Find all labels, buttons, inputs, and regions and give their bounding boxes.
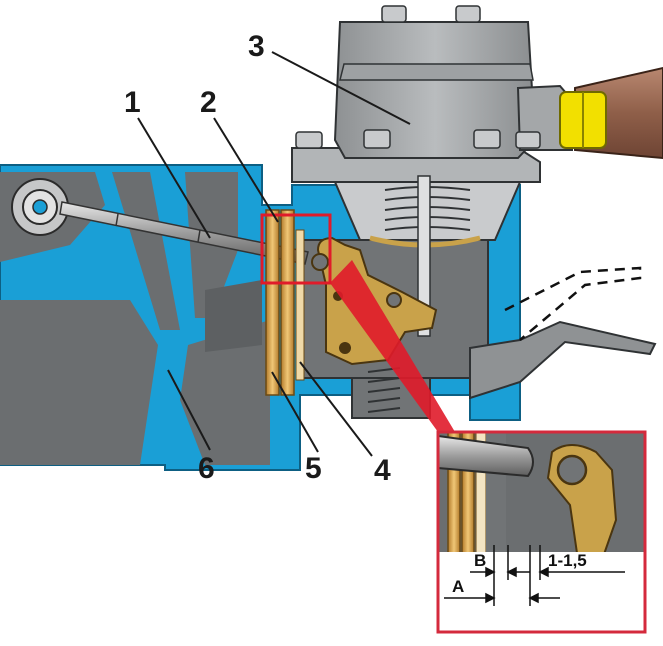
pull-rod <box>417 175 431 337</box>
leader-lines <box>137 51 411 457</box>
callout-1: 1 <box>124 86 141 119</box>
callout-4: 4 <box>374 454 391 487</box>
casting-web <box>112 172 180 330</box>
eyebolt <box>11 178 69 236</box>
bolts <box>295 5 541 149</box>
casting-lower-mid <box>180 320 270 465</box>
dim-label-gap: 1-1,5 <box>548 551 587 570</box>
callout-2: 2 <box>200 86 217 119</box>
callout-3: 3 <box>248 30 265 63</box>
callout-6: 6 <box>198 452 215 485</box>
pushrod <box>59 201 309 265</box>
inset-detail: B 1-1,5 A <box>436 430 647 634</box>
gasket-stack <box>265 209 305 396</box>
dimension-lines <box>444 545 625 606</box>
dim-label-b: B <box>474 551 486 570</box>
callout-5: 5 <box>305 452 322 485</box>
pump-cover <box>333 21 537 159</box>
fuel-hose <box>559 66 663 160</box>
priming-lever-alt-position <box>504 266 642 341</box>
pump-cover-rim <box>339 63 534 81</box>
detail-highlight <box>260 213 455 432</box>
priming-lever <box>469 266 657 400</box>
fuel-pump-body <box>291 5 573 413</box>
casting-lower-left <box>0 300 158 465</box>
inset-border <box>436 430 647 634</box>
casting-passage <box>205 280 262 352</box>
dim-label-a: A <box>452 577 464 596</box>
